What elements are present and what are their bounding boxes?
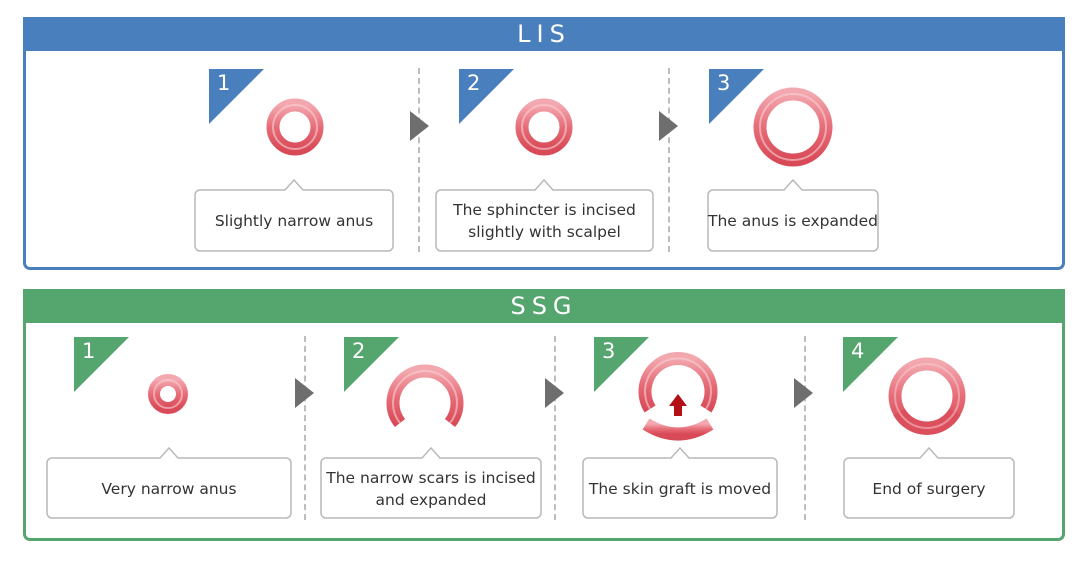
step-caption-text: Very narrow anus	[101, 479, 237, 498]
step-number: 2	[467, 71, 481, 95]
step-caption-text: The skin graft is moved	[588, 479, 772, 498]
step-caption: The skin graft is moved	[582, 446, 778, 519]
large-ring-icon	[752, 86, 834, 168]
open-ring-icon	[386, 359, 464, 435]
step-divider	[668, 68, 670, 252]
step-caption: The narrow scars is incised and expanded	[320, 446, 542, 519]
step-caption-text: End of surgery	[872, 479, 986, 498]
small-ring-icon	[266, 98, 324, 156]
step-divider	[554, 336, 556, 520]
next-arrow-icon	[410, 111, 429, 141]
step-caption-text: Slightly narrow anus	[214, 212, 374, 230]
tiny-ring-icon	[146, 372, 190, 416]
step-divider	[304, 336, 306, 520]
graft-ring-icon	[636, 344, 720, 441]
small-ring-icon	[515, 98, 573, 156]
next-arrow-icon	[545, 378, 564, 408]
ssg-panel-title: SSG	[23, 289, 1065, 323]
step-number: 3	[602, 339, 616, 363]
complete-ring-icon	[887, 356, 967, 436]
next-arrow-icon	[794, 378, 813, 408]
step-number: 1	[217, 71, 231, 95]
step-badge: 1	[209, 69, 264, 124]
step-number: 1	[82, 339, 96, 363]
step-caption: Very narrow anus	[46, 446, 292, 519]
step-badge: 3	[709, 69, 764, 124]
step-badge: 3	[594, 337, 649, 392]
next-arrow-icon	[659, 111, 678, 141]
step-number: 3	[717, 71, 731, 95]
step-caption-text: The sphincter is incised slightly with s…	[453, 201, 636, 241]
next-arrow-icon	[295, 378, 314, 408]
step-number: 2	[352, 339, 366, 363]
step-badge: 2	[344, 337, 399, 392]
lis-panel: LIS	[23, 17, 1065, 270]
step-badge: 2	[459, 69, 514, 124]
lis-panel-title: LIS	[23, 17, 1065, 51]
step-badge: 1	[74, 337, 129, 392]
step-caption-text: The anus is expanded	[707, 212, 879, 230]
step-divider	[804, 336, 806, 520]
step-caption: The anus is expanded	[707, 178, 879, 252]
step-caption-text: The narrow scars is incised and expanded	[326, 468, 536, 509]
step-caption: Slightly narrow anus	[194, 178, 394, 252]
step-badge: 4	[843, 337, 898, 392]
step-caption: The sphincter is incised slightly with s…	[435, 178, 654, 252]
step-divider	[418, 68, 420, 252]
ssg-panel: SSG	[23, 289, 1065, 541]
step-caption: End of surgery	[843, 446, 1015, 519]
step-number: 4	[851, 339, 865, 363]
